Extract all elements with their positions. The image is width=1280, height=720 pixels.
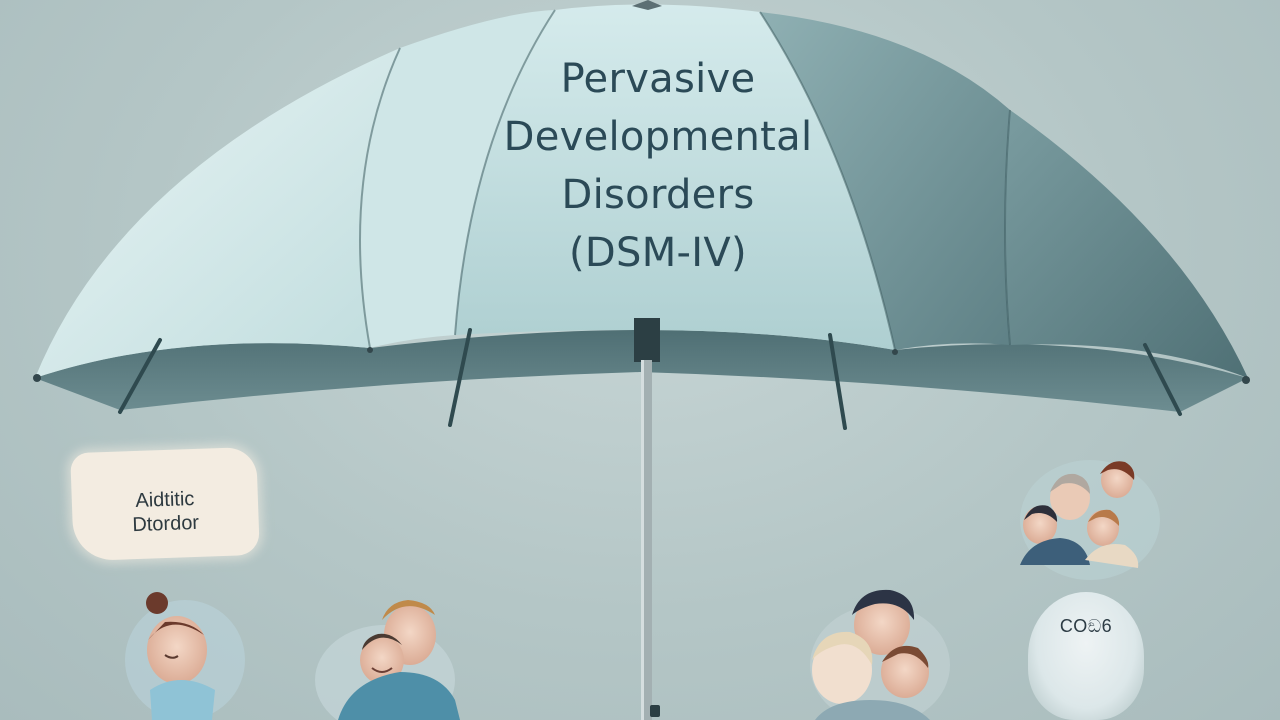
card-line-2: Dtordor xyxy=(131,511,200,537)
canopy-ribs xyxy=(359,9,1011,351)
canopy-panel-center xyxy=(455,4,895,350)
baby-figure xyxy=(125,592,245,720)
parent-child-figure xyxy=(315,600,460,720)
title-line-3: Disorders xyxy=(561,172,755,218)
autistic-disorder-card: Aidtitic Dtordor xyxy=(70,446,260,562)
right-cloud: COඞ6 xyxy=(1028,592,1144,720)
title-line-4: (DSM-IV) xyxy=(569,230,747,276)
autistic-disorder-label: Aidtitic Dtordor xyxy=(71,485,259,539)
rim-tips xyxy=(33,347,1250,384)
cloud-label-text: COඞ6 xyxy=(1059,616,1113,636)
cloud-shape xyxy=(1028,592,1144,720)
family-group-figure xyxy=(1020,460,1160,580)
under-ribs xyxy=(118,328,1182,430)
umbrella-collar xyxy=(634,318,660,362)
umbrella-title: Pervasive Developmental Disorders (DSM-I… xyxy=(458,50,858,282)
canopy-panel-center-right xyxy=(760,12,1010,350)
umbrella-shaft xyxy=(641,360,652,720)
canopy-panel-right xyxy=(1005,110,1248,378)
children-group-figure xyxy=(810,589,950,720)
canopy-panel-center-left xyxy=(360,10,555,348)
title-line-1: Pervasive xyxy=(560,56,756,102)
umbrella-tip xyxy=(632,0,662,10)
title-line-2: Developmental xyxy=(503,114,813,160)
canopy-panel-left xyxy=(35,48,400,378)
